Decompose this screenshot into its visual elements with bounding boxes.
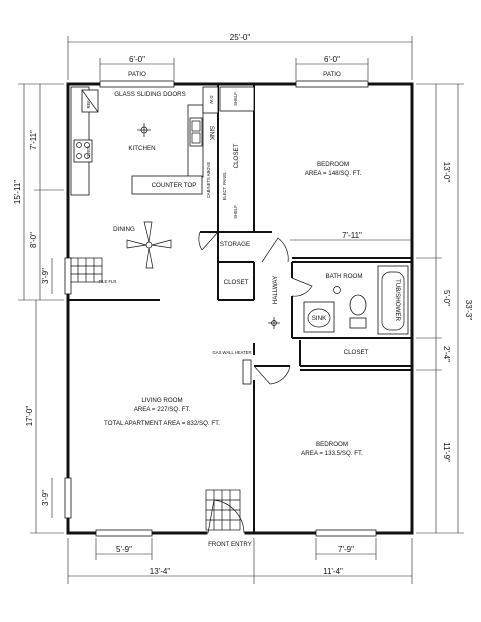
dim-bottom-right: 11'-4": [323, 567, 343, 576]
label-shelf-bottom: SHELF: [233, 205, 238, 219]
dim-left-dining: 8'-0": [29, 232, 38, 248]
toilet: [349, 294, 367, 329]
label-hallway: HALLWAY: [272, 276, 279, 304]
bath-sink: [303, 301, 335, 333]
label-total-area: TOTAL APARTMENT AREA = 832/SQ. FT.: [104, 420, 220, 427]
dimension-lines: [18, 36, 464, 584]
door-bedroom2: [253, 365, 291, 385]
label-glass-doors: GLASS SLIDING DOORS: [114, 91, 186, 98]
door-bathroom: [291, 277, 313, 297]
dim-left-window-lower: 3'-9": [41, 490, 50, 506]
dim-patio-left: 6'-0": [129, 55, 145, 64]
tile-floor-entry: [205, 489, 241, 531]
dim-overall-width: 25'-0": [230, 33, 251, 42]
label-dw: D.W.: [209, 95, 214, 104]
label-counter-top: COUNTER TOP: [152, 182, 197, 189]
label-living-name: LIVING ROOM: [141, 397, 182, 404]
dim-right-bedroom1: 13'-0": [442, 162, 451, 183]
dim-bottom-left: 13'-4": [150, 567, 171, 576]
label-closet-hall: CLOSET: [224, 279, 249, 286]
label-dining: DINING: [113, 226, 135, 233]
label-patio-left: PATIO: [128, 71, 146, 78]
dim-bottom-left-window: 5'-9": [116, 545, 132, 554]
dim-patio-right: 6'-0": [324, 55, 340, 64]
window-bottom: [95, 529, 377, 537]
dim-bottom-right-window: 7'-9": [338, 545, 354, 554]
dim-left-total: 15'-11": [13, 180, 22, 204]
stove: [73, 139, 93, 163]
label-closet-kitchen: CLOSET: [233, 143, 240, 168]
kitchen-sink: [189, 117, 203, 147]
label-bedroom1-area: AREA = 148/SQ. FT.: [305, 170, 362, 177]
label-front-entry: FRONT ENTRY: [208, 541, 252, 548]
label-gas-wall-heater: GAS WALL HEATER: [213, 350, 252, 355]
light-fixture-kitchen: [137, 123, 151, 137]
label-bedroom1-name: BEDROOM: [317, 161, 349, 168]
door-storage: [198, 231, 219, 251]
label-sink-kitchen: SINK: [208, 126, 215, 141]
label-ref: REF.: [86, 99, 91, 108]
gas-wall-heater: [242, 359, 252, 385]
label-bedroom2-area: AREA = 133.5/SQ. FT.: [301, 450, 363, 457]
label-elect-panel: ELECT. PANEL: [222, 171, 227, 200]
label-storage: STORAGE: [220, 241, 250, 248]
label-bedroom2-name: BEDROOM: [316, 441, 348, 448]
refrigerator: [81, 89, 99, 113]
dim-hall-width: 7'-11": [342, 231, 362, 240]
window-left-upper: [64, 257, 72, 295]
label-shelf-top: SHELF: [233, 92, 238, 106]
label-kitchen: KITCHEN: [128, 145, 155, 152]
dim-right-bath: 5'-0": [442, 290, 451, 306]
label-oven: OVEN: [86, 146, 91, 158]
label-sink-bath: SINK: [312, 315, 327, 322]
dim-left-living: 17'-0": [25, 406, 34, 427]
door-front-entry: [207, 499, 245, 534]
dim-right-bedroom2: 11'-9": [442, 442, 451, 462]
door-hallway: [261, 237, 289, 263]
label-closet-bed2: CLOSET: [344, 349, 369, 356]
dim-left-kitchen: 7'-11": [29, 130, 38, 150]
label-cabinets-above: CABINETS ABOVE: [206, 162, 211, 199]
light-fixture-hallway: [268, 317, 280, 329]
tile-floor: [69, 257, 103, 283]
label-tub-shower: TUB/SHOWER: [394, 279, 401, 321]
ceiling-fan-dining: [126, 221, 172, 269]
towel-ring: [333, 286, 341, 294]
label-living-area: AREA = 227/SQ. FT.: [134, 406, 191, 413]
label-bath-room: BATH ROOM: [325, 273, 362, 280]
label-tile-flr: TILE FLR.: [98, 279, 117, 284]
window-top: [99, 80, 369, 88]
label-patio-right: PATIO: [323, 71, 341, 78]
tub: [377, 265, 409, 335]
dim-right-total: 33'-3": [464, 300, 473, 321]
dim-right-closet: 2'-4": [442, 346, 451, 362]
window-left-lower: [64, 477, 72, 519]
dim-left-window-upper: 3'-9": [41, 268, 50, 284]
